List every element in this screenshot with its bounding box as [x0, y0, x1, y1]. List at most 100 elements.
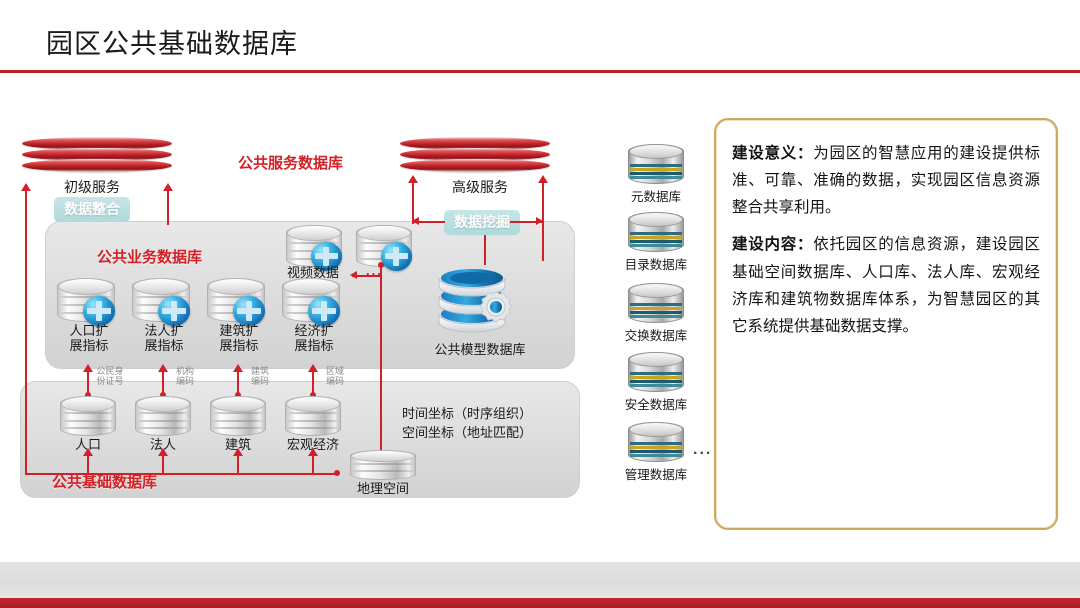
sdb-metadata-label: 元数据库: [630, 190, 682, 204]
connector-foundation-bottom: [25, 473, 337, 475]
link-building-head: [233, 364, 243, 372]
info-content-head: 建设内容：: [732, 236, 814, 254]
page-title: 园区公共基础数据库: [46, 29, 298, 59]
data-mining-badge: 数据挖掘: [444, 210, 520, 235]
link-economy-head: [308, 364, 318, 372]
connector-video-h: [352, 275, 382, 277]
link-economy-dot: [310, 392, 316, 398]
base-arrow-building-head: [233, 448, 243, 456]
info-significance-body: 为园区的智慧应用的建设提供标准、可靠、准确的数据，实现园区信息资源整合共享利用。: [732, 145, 1040, 217]
sdb-management: 管理数据库: [625, 422, 687, 482]
connector-video-v: [380, 265, 382, 455]
connector-model-down: [542, 221, 544, 261]
base-arrow-building: [237, 455, 239, 473]
connector-video-h-head: [350, 271, 357, 279]
db-building-ext-note: 建筑 编码: [250, 366, 269, 387]
base-arrow-legal: [162, 455, 164, 473]
db-legal-ext: 法人扩 展指标: [128, 278, 200, 352]
video-ellipsis: ...: [366, 263, 383, 278]
connector-mining-hbar-left-head: [412, 217, 419, 225]
db-population-ext-label: 人口扩 展指标: [69, 323, 109, 353]
middle-column-ellipsis: ...: [693, 441, 713, 458]
connector-mining-hbar-right-head: [536, 217, 543, 225]
connector-mining-hbar-right: [510, 221, 543, 223]
info-box: 建设意义：为园区的智慧应用的建设提供标准、可靠、准确的数据，实现园区信息资源整合…: [714, 118, 1058, 530]
info-significance-head: 建设意义：: [732, 145, 814, 162]
base-arrow-economy-head: [308, 448, 318, 456]
db-legal-label: 法人: [149, 437, 176, 452]
connector-video-dot-top: [378, 262, 384, 268]
link-building-dot: [235, 392, 241, 398]
db-geo-space: 地理空间: [348, 450, 418, 496]
link-legal-head: [158, 364, 168, 372]
db-population-label: 人口: [74, 437, 101, 452]
title-divider: [0, 70, 1080, 73]
db-building-label: 建筑: [224, 437, 251, 452]
public-service-db-caption: 公共服务数据库: [238, 155, 344, 172]
link-legal-dot: [160, 392, 166, 398]
base-arrow-legal-head: [158, 448, 168, 456]
public-business-db-caption: 公共业务数据库: [97, 249, 203, 266]
senior-service-label: 高级服务: [452, 179, 508, 195]
link-economy: [312, 370, 314, 395]
sdb-security-label: 安全数据库: [624, 398, 688, 412]
info-content-body: 依托园区的信息资源，建设园区基础空间数据库、人口库、法人库、宏观经济库和建筑物数…: [732, 236, 1040, 335]
connector-left-arrowhead: [21, 183, 31, 191]
db-building-ext: 建筑扩 展指标: [203, 278, 275, 352]
link-population-head: [83, 364, 93, 372]
connector-mining-hbar-left: [413, 221, 445, 223]
sdb-security: 安全数据库: [625, 352, 687, 412]
db-public-model-icon: [432, 262, 528, 340]
sdb-exchange-label: 交换数据库: [624, 329, 688, 343]
connector-mining-right-arrowhead: [538, 175, 548, 183]
db-public-model-label: 公共模型数据库: [434, 342, 526, 357]
db-economy-ext-label: 经济扩 展指标: [294, 323, 334, 353]
db-building: 建筑: [208, 396, 268, 452]
connector-integration-up: [167, 190, 169, 225]
connector-mining-right-up: [542, 182, 544, 224]
info-paragraph-content: 建设内容：依托园区的信息资源，建设园区基础空间数据库、人口库、法人库、宏观经济库…: [732, 231, 1040, 340]
db-legal: 法人: [133, 396, 193, 452]
sdb-exchange: 交换数据库: [625, 283, 687, 343]
db-video-more: [352, 225, 424, 271]
primary-service-stack-icon: [22, 137, 172, 177]
db-macro-economy-label: 宏观经济: [286, 437, 339, 452]
db-video-label: 视频数据: [286, 265, 339, 280]
db-building-ext-label: 建筑扩 展指标: [219, 323, 259, 353]
link-legal: [162, 370, 164, 395]
base-arrow-population: [87, 455, 89, 473]
footer-band: [0, 562, 1080, 598]
link-population: [87, 370, 89, 395]
connector-mining-left-up: [412, 182, 414, 224]
db-economy-ext: 经济扩 展指标: [278, 278, 350, 352]
db-legal-ext-label: 法人扩 展指标: [144, 323, 184, 353]
footer-accent-bar: [0, 598, 1080, 608]
connector-integration-arrowhead: [163, 183, 173, 191]
db-population: 人口: [58, 396, 118, 452]
public-foundation-db-caption: 公共基础数据库: [52, 474, 158, 491]
model-db-svg: [438, 269, 513, 333]
sdb-catalog: 目录数据库: [625, 212, 687, 272]
link-population-dot: [85, 392, 91, 398]
db-legal-ext-note: 机构 编码: [175, 366, 194, 387]
data-integration-badge: 数据整合: [54, 197, 130, 222]
link-building: [237, 370, 239, 395]
db-video: [282, 225, 354, 271]
connector-foundation-enddot: [334, 470, 340, 476]
primary-service-label: 初级服务: [64, 179, 120, 195]
db-economy-ext-note: 区域 编码: [325, 366, 344, 387]
db-geo-space-label: 地理空间: [356, 481, 409, 496]
connector-mining-down: [484, 235, 486, 265]
sdb-metadata: 元数据库: [628, 144, 684, 204]
connector-left-vertical: [25, 190, 27, 475]
db-population-ext: 人口扩 展指标: [53, 278, 125, 352]
db-population-ext-note: 公民身 份证号: [96, 366, 124, 387]
db-macro-economy: 宏观经济: [283, 396, 343, 452]
senior-service-stack-icon: [400, 137, 550, 177]
base-arrow-population-head: [83, 448, 93, 456]
sdb-catalog-label: 目录数据库: [624, 258, 688, 272]
connector-mining-left-arrowhead: [408, 175, 418, 183]
info-paragraph-significance: 建设意义：为园区的智慧应用的建设提供标准、可靠、准确的数据，实现园区信息资源整合…: [732, 140, 1040, 221]
sdb-management-label: 管理数据库: [624, 468, 688, 482]
